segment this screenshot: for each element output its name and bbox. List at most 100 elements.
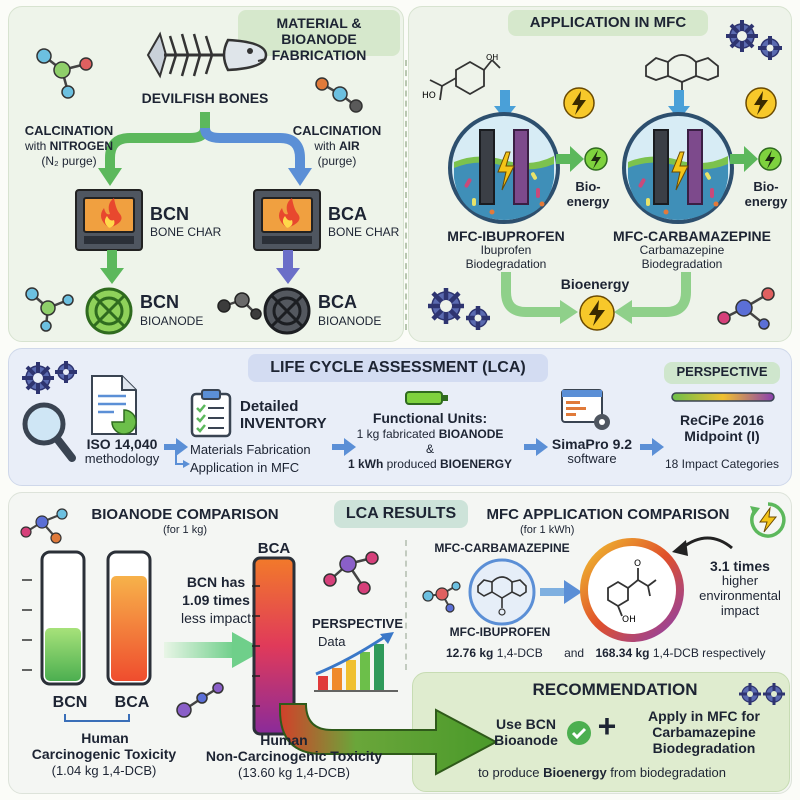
molecule-icon xyxy=(217,292,262,320)
gear-icon xyxy=(739,683,785,705)
mfc1-output-line1: Bio- xyxy=(575,179,601,194)
molecule-icon xyxy=(36,48,93,99)
source-label: DEVILFISH BONES xyxy=(141,90,269,106)
bca-char-label: BONE CHAR xyxy=(328,225,400,239)
battery-icon xyxy=(405,391,448,405)
hnct-title1: Human xyxy=(260,732,308,748)
left-calcination-gas: with NITROGEN xyxy=(14,139,124,154)
molecule-icon xyxy=(323,551,379,595)
magnifier-icon xyxy=(22,402,76,462)
val1-rest: 1,4-DCB xyxy=(493,646,543,660)
inventory-item1: Materials Fabrication xyxy=(190,442,311,457)
bar-label-bcn: BCN xyxy=(52,694,88,711)
val2-bold: 168.34 kg xyxy=(595,646,650,660)
iso-sub: methodology xyxy=(84,451,160,466)
fu-line1-bold: BIOANODE xyxy=(438,427,504,441)
recommendation-title: RECOMMENDATION xyxy=(532,680,698,699)
hnct-title2: Non-Carcinogenic Toxicity xyxy=(205,748,383,764)
right-calcination-title: CALCINATION xyxy=(292,123,382,138)
use-line1: Use BCN xyxy=(496,716,556,732)
energy-output-icon xyxy=(556,146,608,172)
fu-line1-pre: 1 kg fabricated xyxy=(356,427,439,441)
bca-bar-fill xyxy=(111,576,147,681)
mfc-comparison-title: MFC APPLICATION COMPARISON xyxy=(486,506,730,523)
rising-bars-icon xyxy=(314,632,398,692)
arrow-right-icon xyxy=(524,438,548,456)
footer-bold: Bioenergy xyxy=(543,765,607,780)
times-line2: higher xyxy=(721,573,759,588)
mfc1-title: MFC-IBUPROFEN xyxy=(447,228,565,244)
fu-title: Functional Units: xyxy=(372,410,488,426)
times-line3: environmental xyxy=(699,588,781,603)
results-perspective-title: PERSPECTIVE xyxy=(312,616,404,631)
svg-text:O: O xyxy=(634,559,641,569)
mfc-ibuprofen-label: MFC-IBUPROFEN xyxy=(449,625,551,639)
hct-bar-chart xyxy=(22,550,152,686)
mfc-values-line: 12.76 kg 1,4-DCB and 168.34 kg 1,4-DCB r… xyxy=(446,646,792,660)
bcn-anode-code: BCN xyxy=(140,292,179,312)
cmp-line3: less impact xyxy=(180,610,252,626)
mfc-carbamazepine-label: MFC-CARBAMAZEPINE xyxy=(434,541,570,555)
bca-char-code: BCA xyxy=(328,204,367,224)
carbamazepine-structure-icon xyxy=(468,558,536,626)
hct-title1: Human xyxy=(81,730,129,746)
big-arrow-icon xyxy=(279,703,499,776)
bcn-anode-icon xyxy=(85,287,133,335)
lightning-icon xyxy=(745,87,777,119)
left-calcination-with: with xyxy=(24,139,47,153)
arrow-right-icon xyxy=(164,632,264,668)
bcn-bar-fill xyxy=(45,628,81,681)
bca-anode-label: BIOANODE xyxy=(318,314,382,328)
fu-line2-bold1: 1 kWh xyxy=(347,457,384,471)
ibuprofen-impact-ring-icon: O OH xyxy=(580,538,684,642)
footer-pre: to produce xyxy=(478,765,544,780)
mfc1-output-line2: energy xyxy=(566,194,610,209)
furnace-icon xyxy=(75,189,143,251)
lightning-icon xyxy=(579,295,615,331)
svg-text:OH: OH xyxy=(622,615,636,625)
fu-line2-bold2: BIOENERGY xyxy=(440,457,513,471)
bcn-anode-label: BIOANODE xyxy=(140,314,204,328)
left-calcination-title: CALCINATION xyxy=(24,123,114,138)
bracket-arrows-icon xyxy=(175,446,190,468)
left-calcination-gas-name: NITROGEN xyxy=(49,139,114,153)
scale-bar-icon xyxy=(671,392,775,402)
lightning-icon xyxy=(563,87,595,119)
fish-bones-icon xyxy=(146,31,268,79)
val1-bold: 12.76 kg xyxy=(446,646,494,660)
mfc-comparison-sub: (for 1 kWh) xyxy=(520,524,575,536)
recommendation-footer: to produce Bioenergy from biodegradation xyxy=(420,765,784,781)
hnct-value: (13.60 kg 1,4-DCB) xyxy=(238,765,350,780)
bca-anode-code: BCA xyxy=(318,292,357,312)
molecule-icon xyxy=(20,508,68,544)
fabrication-title: MATERIAL & BIOANODE FABRICATION xyxy=(238,10,400,63)
converge-arrows-icon xyxy=(501,272,691,324)
cmp-line2: 1.09 times xyxy=(182,592,250,608)
val-and: and xyxy=(564,646,585,660)
inventory-title1: Detailed xyxy=(240,398,299,415)
right-calcination-note: (purge) xyxy=(317,154,357,168)
bcn-char-code: BCN xyxy=(150,204,189,224)
document-icon xyxy=(91,375,137,435)
fu-line2: 1 kWh produced BIOENERGY xyxy=(338,457,522,472)
molecule-icon xyxy=(422,581,461,613)
hct-value: (1.04 kg 1,4-DCB) xyxy=(51,763,157,778)
mfc2-sub1: Carbamazepine xyxy=(639,243,725,257)
fu-line2-mid: produced xyxy=(383,457,441,471)
hct-title2: Carcinogenic Toxicity xyxy=(31,746,177,762)
use-line2: Bioanode xyxy=(494,732,558,748)
mfc1-sub2: Biodegradation xyxy=(465,257,547,271)
inventory-item2: Application in MFC xyxy=(190,460,300,475)
recipe-categories: 18 Impact Categories xyxy=(664,457,780,471)
arrow-down-icon xyxy=(100,250,124,284)
svg-text:OH: OH xyxy=(486,53,498,62)
energy-output-icon xyxy=(730,146,782,172)
footer-post: from biodegradation xyxy=(606,765,726,780)
times-line1: 3.1 times xyxy=(710,558,770,574)
clipboard-icon xyxy=(190,389,232,438)
arrow-right-icon xyxy=(332,438,356,456)
molecule-icon xyxy=(25,287,74,332)
svg-text:HO: HO xyxy=(422,91,436,101)
mfc2-output-line2: energy xyxy=(744,194,788,209)
bca-tall-label: BCA xyxy=(257,540,291,557)
